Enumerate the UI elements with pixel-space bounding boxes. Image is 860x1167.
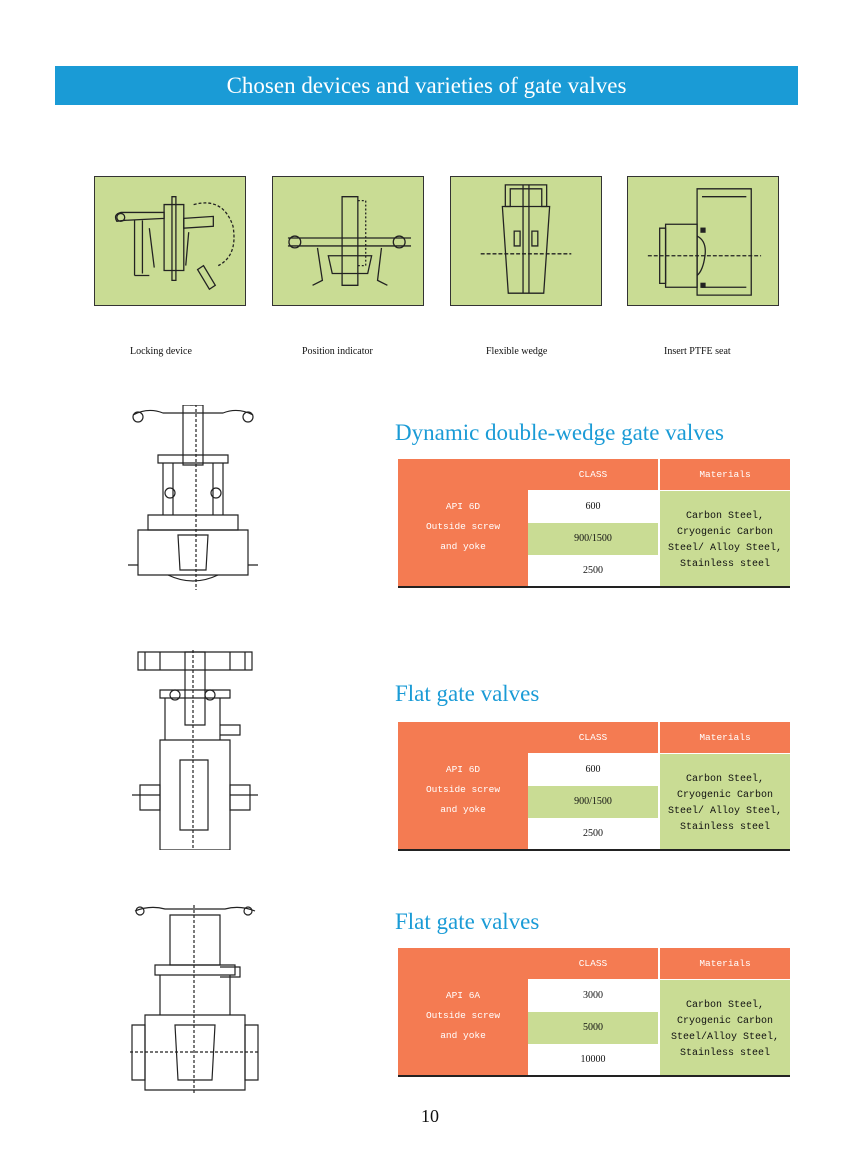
spec-design-line-2: and yoke [440,1030,486,1041]
spec-table-double-wedge: API 6D Outside screw and yoke CLASS Mate… [398,459,790,588]
page-number: 10 [421,1106,439,1126]
material-line: Cryogenic Carbon [676,527,773,538]
position-indicator-drawing [272,176,424,306]
spec-standard: API 6D [445,764,481,775]
spec-standard-cell: API 6D Outside screw and yoke [398,459,528,586]
class-header: CLASS [528,722,658,753]
class-cell: 600 [528,491,658,523]
section-title-flat-gate-1: Flat gate valves [395,681,540,706]
materials-header: Materials [660,722,790,753]
page-banner: Chosen devices and varieties of gate val… [55,66,798,105]
spec-table-flat-gate-2: API 6A Outside screw and yoke CLASS Mate… [398,948,790,1077]
class-header: CLASS [528,948,658,979]
spec-design-line-1: Outside screw [425,784,501,795]
class-cell: 3000 [528,980,658,1012]
material-line: Stainless steel [679,1048,770,1059]
material-line: Steel/ Alloy Steel, [667,806,783,817]
material-line: Stainless steel [679,559,770,570]
table-bottom-rule [398,1075,790,1077]
spec-design-line-1: Outside screw [425,1010,501,1021]
spec-standard: API 6D [445,501,481,512]
materials-header: Materials [660,459,790,490]
class-header: CLASS [528,459,658,490]
material-line: Carbon Steel, [685,774,764,785]
spec-design-line-1: Outside screw [425,521,501,532]
locking-device-drawing [94,176,246,306]
class-cell: 10000 [528,1044,658,1076]
table-bottom-rule [398,849,790,851]
material-line: Cryogenic Carbon [676,1016,773,1027]
flat-gate-valve-drawing-1 [130,650,260,850]
class-cell: 5000 [528,1012,658,1044]
double-wedge-valve-drawing [128,405,258,590]
material-line: Carbon Steel, [685,1000,764,1011]
material-line: Carbon Steel, [685,511,764,522]
spec-design-line-2: and yoke [440,541,486,552]
table-bottom-rule [398,586,790,588]
materials-cell: Carbon Steel, Cryogenic Carbon Steel/All… [660,980,790,1075]
insert-ptfe-seat-drawing [627,176,779,306]
material-line: Stainless steel [679,822,770,833]
section-title-flat-gate-2: Flat gate valves [395,909,540,934]
material-line: Cryogenic Carbon [676,790,773,801]
material-line: Steel/Alloy Steel, [670,1032,780,1043]
caption-position-indicator: Position indicator [302,346,373,357]
page-title: Chosen devices and varieties of gate val… [226,73,627,98]
class-cell: 2500 [528,555,658,587]
spec-standard-cell: API 6A Outside screw and yoke [398,948,528,1075]
section-title-double-wedge: Dynamic double-wedge gate valves [395,420,724,445]
spec-standard: API 6A [445,990,481,1001]
class-cell: 900/1500 [528,523,658,555]
caption-insert-ptfe-seat: Insert PTFE seat [664,346,731,357]
material-line: Steel/ Alloy Steel, [667,543,783,554]
class-cell: 2500 [528,818,658,850]
materials-cell: Carbon Steel, Cryogenic Carbon Steel/ Al… [660,491,790,586]
spec-table-flat-gate-1: API 6D Outside screw and yoke CLASS Mate… [398,722,790,851]
materials-header: Materials [660,948,790,979]
class-cell: 900/1500 [528,786,658,818]
flexible-wedge-drawing [450,176,602,306]
caption-locking-device: Locking device [130,346,192,357]
spec-standard-cell: API 6D Outside screw and yoke [398,722,528,849]
flat-gate-valve-drawing-2 [130,905,260,1095]
materials-cell: Carbon Steel, Cryogenic Carbon Steel/ Al… [660,754,790,849]
caption-flexible-wedge: Flexible wedge [486,346,548,357]
spec-design-line-2: and yoke [440,804,486,815]
class-cell: 600 [528,754,658,786]
